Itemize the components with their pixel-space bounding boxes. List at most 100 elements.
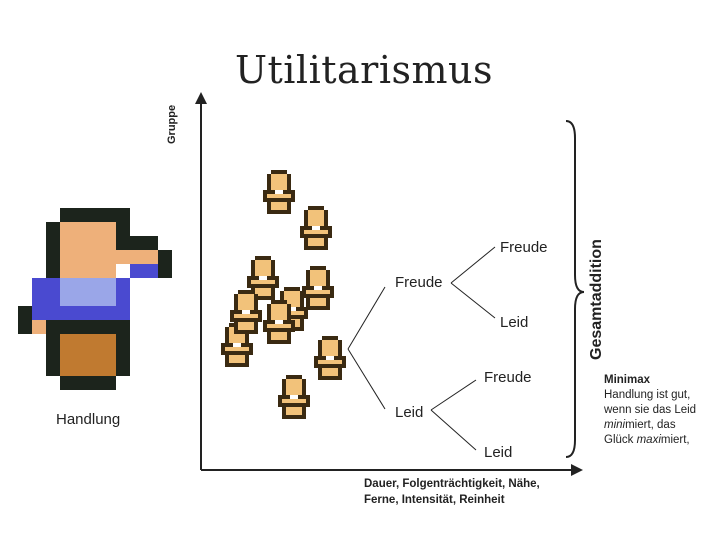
tree-lower-upper-label: Freude	[484, 369, 532, 386]
person-skin	[286, 407, 302, 415]
person-outline	[271, 300, 287, 304]
person-collar	[290, 395, 298, 399]
tree-upper-branch-label: Freude	[395, 274, 443, 291]
actor-pants-outline-right	[116, 334, 130, 376]
group-person-icon	[263, 170, 295, 214]
minimax-heading: Minimax	[604, 373, 724, 388]
y-axis-arrow	[195, 92, 207, 104]
actor-hand-outline	[158, 250, 172, 278]
actor-outline-arm	[18, 306, 32, 334]
x-axis-arrow	[571, 464, 583, 476]
person-collar	[259, 276, 267, 280]
person-outline	[310, 266, 326, 270]
person-skin	[267, 324, 291, 328]
group-person-icon	[300, 206, 332, 250]
minimax-line4: Glück maximiert,	[604, 433, 724, 448]
actor-feet	[60, 376, 116, 390]
person-skin	[271, 304, 287, 320]
person-skin	[251, 280, 275, 284]
tree-lower-branch-label: Leid	[395, 404, 423, 421]
branch-upper-lower	[451, 283, 495, 318]
group-figures	[221, 170, 346, 419]
actor-pixel-figure	[18, 208, 172, 390]
person-skin	[229, 355, 245, 363]
tree-upper-upper-label: Freude	[500, 239, 548, 256]
brace-label: Gesamtaddition	[588, 239, 606, 360]
person-collar	[275, 320, 283, 324]
summation-brace	[566, 121, 584, 457]
actor-hair	[60, 208, 130, 222]
branch-root-lower	[348, 349, 385, 409]
person-collar	[326, 356, 334, 360]
minimax-note: Minimax Handlung ist gut, wenn sie das L…	[604, 373, 724, 448]
person-skin	[322, 340, 338, 356]
minimax-line1: Handlung ist gut,	[604, 388, 724, 403]
person-skin	[238, 294, 254, 310]
person-skin	[267, 194, 291, 198]
person-collar	[275, 190, 283, 194]
person-skin	[225, 347, 249, 351]
person-skin	[310, 298, 326, 306]
person-skin	[318, 360, 342, 364]
minimax-line2: wenn sie das Leid	[604, 403, 724, 418]
person-skin	[306, 290, 330, 294]
actor-face	[60, 222, 116, 278]
person-collar	[233, 343, 241, 347]
group-person-icon	[302, 266, 334, 310]
person-skin	[286, 379, 302, 395]
minimax-line4-rest: miert,	[661, 434, 690, 446]
person-skin	[282, 399, 306, 403]
person-skin	[271, 202, 287, 210]
actor-shirt-right	[116, 278, 130, 320]
actor-pants	[60, 334, 116, 376]
person-skin	[308, 238, 324, 246]
y-axis-label: Gruppe	[166, 84, 178, 144]
actor-outline-top	[116, 222, 130, 236]
tree-upper-lower-label: Leid	[500, 314, 528, 331]
person-skin	[322, 368, 338, 376]
branch-lower-lower	[431, 410, 476, 450]
minimax-line4-start: Glück	[604, 434, 637, 446]
actor-shirt-bottom	[60, 306, 116, 320]
person-skin	[234, 314, 258, 318]
actor-shirt-light	[60, 278, 116, 306]
branch-lower-upper	[431, 380, 476, 410]
person-outline	[286, 375, 302, 379]
group-person-icon	[278, 375, 310, 419]
person-skin	[255, 260, 271, 276]
person-skin	[271, 332, 287, 340]
person-collar	[314, 286, 322, 290]
group-person-icon	[263, 300, 295, 344]
group-person-icon	[230, 290, 262, 334]
actor-shirt-arm	[130, 264, 158, 278]
x-axis-label: Dauer, Folgenträchtigkeit, Nähe, Ferne, …	[364, 476, 540, 508]
actor-pants-outline-left	[46, 334, 60, 376]
person-collar	[312, 226, 320, 230]
actor-hand	[116, 250, 158, 264]
x-axis-label-line2: Ferne, Intensität, Reinheit	[364, 492, 540, 508]
x-axis-label-line1: Dauer, Folgenträchtigkeit, Nähe,	[364, 476, 540, 492]
minimax-line3: minimiert, das	[604, 418, 724, 433]
person-collar	[242, 310, 250, 314]
actor-label: Handlung	[56, 411, 120, 428]
person-skin	[304, 230, 328, 234]
minimax-line3-emph: mini	[604, 419, 625, 431]
person-outline	[284, 287, 300, 291]
actor-shirt-left	[32, 292, 60, 320]
minimax-line3-rest: miert, das	[625, 419, 676, 431]
person-outline	[308, 206, 324, 210]
branch-root-upper	[348, 287, 385, 349]
branch-upper-upper	[451, 247, 495, 283]
actor-arm-outline	[116, 236, 158, 250]
person-skin	[238, 322, 254, 330]
tree-lower-lower-label: Leid	[484, 444, 512, 461]
minimax-line4-emph: maxi	[637, 434, 661, 446]
person-skin	[308, 210, 324, 226]
person-outline	[238, 290, 254, 294]
person-skin	[310, 270, 326, 286]
person-outline	[255, 256, 271, 260]
actor-belt	[46, 320, 130, 334]
person-skin	[271, 174, 287, 190]
